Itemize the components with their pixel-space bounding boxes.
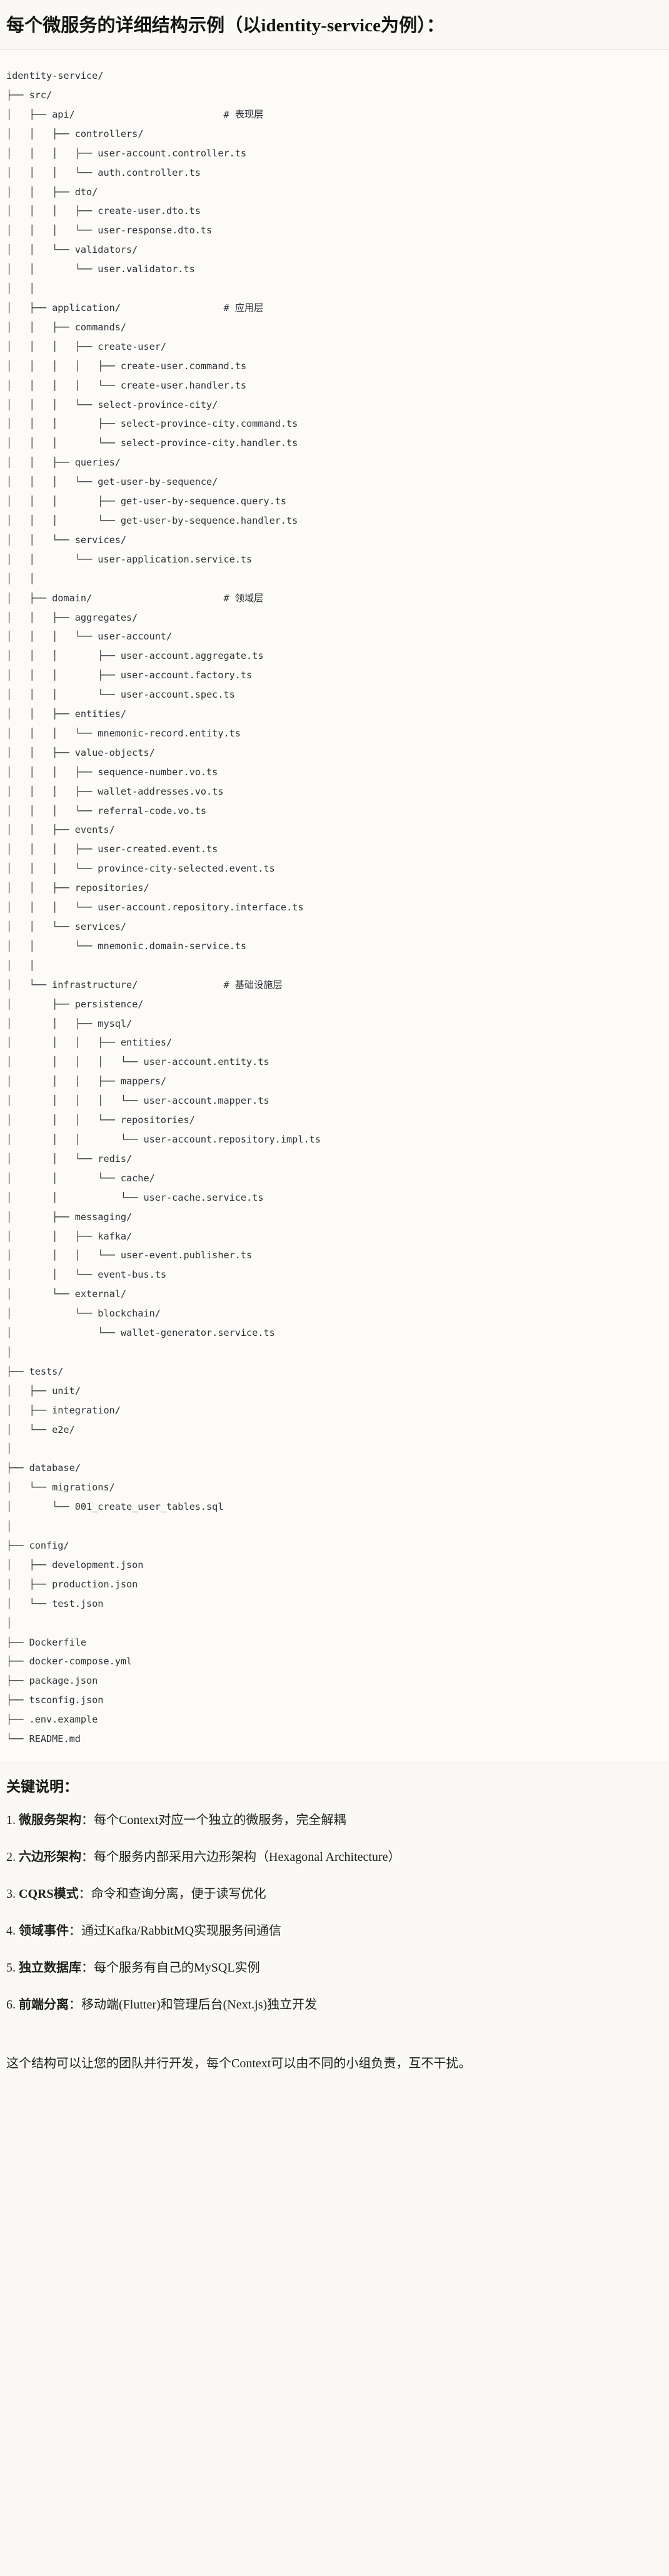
note-item-4: 4. 领域事件：通过Kafka/RabbitMQ实现服务间通信 [6, 1922, 656, 1941]
note-separator: ： [69, 1998, 81, 2012]
note-label: 微服务架构 [19, 1813, 81, 1828]
note-separator: ： [81, 1850, 94, 1865]
note-text: 移动端(Flutter)和管理后台(Next.js)独立开发 [81, 1998, 318, 2012]
note-number: 6. [6, 1998, 16, 2012]
note-separator: ： [81, 1961, 94, 1975]
title-divider [0, 49, 669, 51]
note-text: 每个服务内部采用六边形架构（Hexagonal Architecture） [94, 1850, 401, 1865]
key-notes-list: 1. 微服务架构：每个Context对应一个独立的微服务，完全解耦 2. 六边形… [6, 1811, 656, 2015]
note-separator: ： [81, 1813, 94, 1828]
note-number: 5. [6, 1961, 16, 1975]
note-item-1: 1. 微服务架构：每个Context对应一个独立的微服务，完全解耦 [6, 1811, 656, 1830]
note-label: 前端分离 [19, 1998, 69, 2012]
note-item-2: 2. 六边形架构：每个服务内部采用六边形架构（Hexagonal Archite… [6, 1848, 656, 1867]
note-label: 独立数据库 [19, 1961, 81, 1975]
note-text: 命令和查询分离，便于读写优化 [91, 1887, 266, 1901]
note-number: 1. [6, 1813, 16, 1828]
note-label: CQRS模式 [19, 1887, 79, 1901]
note-item-6: 6. 前端分离：移动端(Flutter)和管理后台(Next.js)独立开发 [6, 1995, 656, 2015]
note-item-3: 3. CQRS模式：命令和查询分离，便于读写优化 [6, 1885, 656, 1904]
directory-tree-block: identity-service/ ├── src/ │ ├── api/ # … [0, 50, 669, 1763]
closing-paragraph: 这个结构可以让您的团队并行开发，每个Context可以由不同的小组负责，互不干扰… [6, 2057, 471, 2071]
note-separator: ： [69, 1924, 81, 1938]
page-title: 每个微服务的详细结构示例（以identity-service为例）： [6, 16, 445, 36]
key-notes-heading: 关键说明： [6, 1778, 78, 1795]
note-text: 每个服务有自己的MySQL实例 [94, 1961, 260, 1975]
note-item-5: 5. 独立数据库：每个服务有自己的MySQL实例 [6, 1958, 656, 1978]
directory-tree: identity-service/ ├── src/ │ ├── api/ # … [6, 70, 321, 1745]
note-label: 六边形架构 [19, 1850, 81, 1865]
note-text: 每个Context对应一个独立的微服务，完全解耦 [94, 1813, 346, 1828]
note-text: 通过Kafka/RabbitMQ实现服务间通信 [81, 1924, 281, 1938]
note-number: 3. [6, 1887, 16, 1901]
note-separator: ： [78, 1887, 91, 1901]
key-notes-section: 关键说明： 1. 微服务架构：每个Context对应一个独立的微服务，完全解耦 … [0, 1763, 669, 2037]
note-number: 4. [6, 1924, 16, 1938]
note-number: 2. [6, 1850, 16, 1865]
note-label: 领域事件 [19, 1924, 69, 1938]
